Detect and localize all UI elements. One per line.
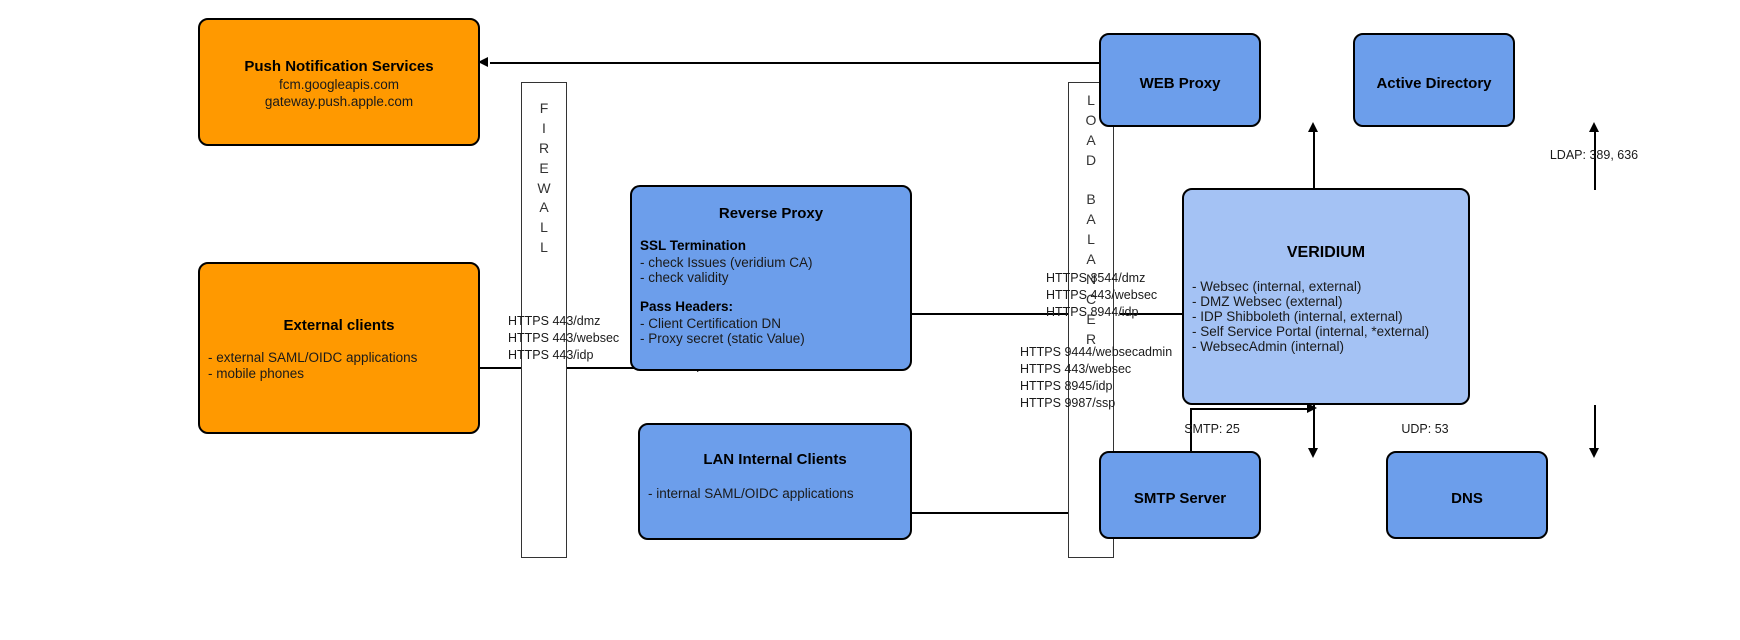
veridium-title: VERIDIUM bbox=[1286, 244, 1366, 261]
edge-label-lb-to-veridium-top: HTTPS 8544/dmz HTTPS 443/websec HTTPS 89… bbox=[1046, 271, 1158, 319]
reverse-proxy-section-ssl-title: SSL Termination bbox=[640, 238, 747, 253]
dns-title: DNS bbox=[1451, 490, 1483, 507]
edge-label-veridium-to-ad: LDAP: 389, 636 bbox=[1549, 148, 1639, 162]
push-notification-host-2: gateway.push.apple.com bbox=[264, 94, 414, 109]
lan-internal-clients-title: LAN Internal Clients bbox=[703, 451, 847, 468]
veridium-service-4: - Self Service Portal (internal, *extern… bbox=[1192, 324, 1430, 339]
edge-lan-to-lb bbox=[911, 512, 1071, 514]
node-smtp-server[interactable]: SMTP Server bbox=[1099, 451, 1261, 539]
smtp-server-title: SMTP Server bbox=[1133, 490, 1227, 507]
lan-internal-clients-item-1: - internal SAML/OIDC applications bbox=[648, 486, 854, 501]
reverse-proxy-section-headers-title: Pass Headers: bbox=[640, 299, 734, 314]
veridium-service-5: - WebsecAdmin (internal) bbox=[1192, 339, 1345, 354]
arrowhead-veridium-bottom bbox=[1307, 403, 1317, 413]
edge-veridium-to-webproxy bbox=[1313, 130, 1315, 190]
node-veridium[interactable]: VERIDIUM - Websec (internal, external) -… bbox=[1182, 188, 1470, 405]
external-clients-item-2: - mobile phones bbox=[208, 366, 305, 381]
reverse-proxy-ssl-item-2: - check validity bbox=[640, 270, 729, 285]
reverse-proxy-header-item-1: - Client Certification DN bbox=[640, 316, 782, 331]
edge-label-veridium-to-dns: UDP: 53 bbox=[1401, 422, 1449, 436]
node-dns[interactable]: DNS bbox=[1386, 451, 1548, 539]
arrowhead-webproxy bbox=[1308, 122, 1318, 132]
active-directory-title: Active Directory bbox=[1376, 75, 1492, 92]
load-balancer-label: L O A D B A L A N C E R bbox=[1085, 92, 1097, 347]
edge-veridium-to-ad bbox=[1594, 130, 1596, 190]
edge-webproxy-to-push bbox=[490, 62, 1230, 64]
edge-veridium-to-dns bbox=[1594, 405, 1596, 451]
arrowhead-smtp bbox=[1308, 448, 1318, 458]
arrowhead-dns bbox=[1589, 448, 1599, 458]
edge-lb-to-veridium-bottom bbox=[1190, 408, 1310, 410]
arrowhead-active-directory bbox=[1589, 122, 1599, 132]
web-proxy-title: WEB Proxy bbox=[1139, 75, 1221, 92]
external-clients-item-1: - external SAML/OIDC applications bbox=[208, 350, 418, 365]
veridium-service-1: - Websec (internal, external) bbox=[1192, 279, 1362, 294]
edge-veridium-to-smtp bbox=[1313, 405, 1315, 451]
node-push-notification-services[interactable]: Push Notification Services fcm.googleapi… bbox=[198, 18, 480, 146]
node-lan-internal-clients[interactable]: LAN Internal Clients - internal SAML/OID… bbox=[638, 423, 912, 540]
veridium-service-3: - IDP Shibboleth (internal, external) bbox=[1192, 309, 1403, 324]
edge-proxy-to-lb bbox=[911, 313, 1071, 315]
edge-label-lb-to-veridium-bottom: HTTPS 9444/websecadmin HTTPS 443/websec … bbox=[1020, 345, 1173, 410]
push-notification-host-1: fcm.googleapis.com bbox=[278, 77, 400, 92]
firewall-label: F I R E W A L L bbox=[537, 100, 551, 256]
node-external-clients[interactable]: External clients - external SAML/OIDC ap… bbox=[198, 262, 480, 434]
node-reverse-proxy[interactable]: Reverse Proxy SSL Termination - check Is… bbox=[630, 185, 912, 371]
veridium-service-2: - DMZ Websec (external) bbox=[1192, 294, 1343, 309]
edge-label-external-to-firewall: HTTPS 443/dmz HTTPS 443/websec HTTPS 443… bbox=[508, 314, 620, 362]
edge-external-to-proxy bbox=[479, 367, 700, 369]
reverse-proxy-header-item-2: - Proxy secret (static Value) bbox=[640, 331, 805, 346]
firewall-barrier: F I R E W A L L bbox=[521, 82, 567, 558]
external-clients-title: External clients bbox=[283, 317, 395, 334]
edge-label-veridium-to-smtp: SMTP: 25 bbox=[1184, 422, 1240, 436]
push-notification-title: Push Notification Services bbox=[244, 58, 434, 75]
arrowhead-push-notification bbox=[478, 57, 488, 67]
node-active-directory[interactable]: Active Directory bbox=[1353, 33, 1515, 127]
reverse-proxy-title: Reverse Proxy bbox=[718, 205, 824, 222]
reverse-proxy-ssl-item-1: - check Issues (veridium CA) bbox=[640, 255, 813, 270]
node-web-proxy[interactable]: WEB Proxy bbox=[1099, 33, 1261, 127]
